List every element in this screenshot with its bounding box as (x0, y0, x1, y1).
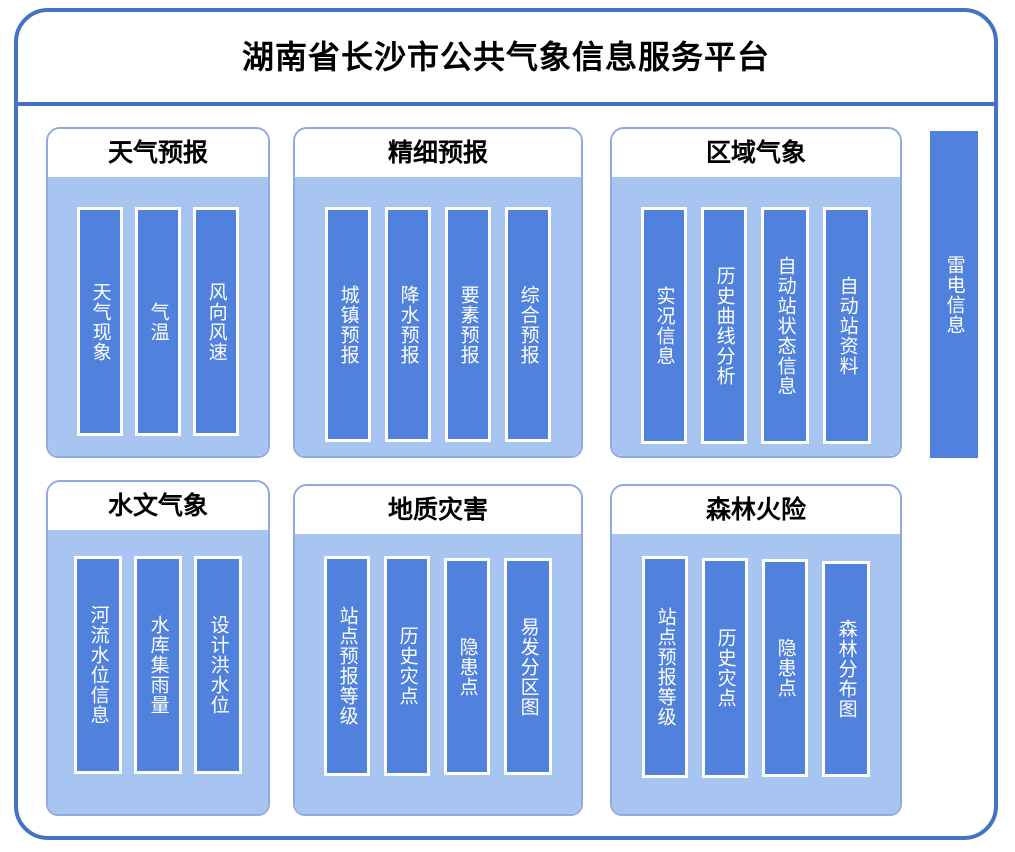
section-title-weather-forecast: 天气预报 (107, 138, 208, 167)
item-bar-precipitation-forecast[interactable]: 降水预报 (385, 207, 431, 442)
item-label: 易发分区图 (517, 616, 539, 717)
sidebar-item-label: 雷电信息 (943, 254, 965, 335)
section-header: 天气预报 (48, 129, 268, 177)
item-label: 实况信息 (653, 285, 675, 366)
sidebar-item-lightning-info[interactable]: 雷电信息 (930, 131, 978, 458)
section-title-fine-forecast: 精细预报 (387, 138, 488, 167)
item-label: 城镇预报 (337, 284, 359, 365)
section-header: 区域气象 (612, 129, 900, 177)
item-bar-station-forecast-level[interactable]: 站点预报等级 (642, 556, 688, 778)
section-title-hydro-meteorology: 水文气象 (107, 491, 208, 520)
bar-row: 天气现象 气温 风向风速 (48, 177, 268, 456)
section-body: 天气现象 气温 风向风速 (48, 177, 268, 456)
item-label: 森林分布图 (835, 619, 857, 719)
item-label: 站点预报等级 (336, 606, 358, 726)
item-label: 历史灾点 (714, 628, 736, 708)
item-bar-historical-disaster-points[interactable]: 历史灾点 (702, 558, 748, 778)
bar-row: 城镇预报 降水预报 要素预报 综合预报 (295, 177, 581, 456)
bar-row: 河流水位信息 水库集雨量 设计洪水位 (48, 530, 268, 814)
section-card-weather-forecast[interactable]: 天气预报 天气现象 气温 风向风速 (46, 127, 270, 458)
item-bar-susceptibility-zoning-map[interactable]: 易发分区图 (504, 558, 552, 775)
item-bar-aws-status-info[interactable]: 自动站状态信息 (761, 207, 809, 444)
section-header: 森林火险 (612, 486, 900, 534)
item-label: 设计洪水位 (207, 615, 229, 715)
section-title-geological-disaster: 地质灾害 (387, 495, 488, 524)
item-label: 隐患点 (456, 636, 478, 697)
bar-row: 实况信息 历史曲线分析 自动站状态信息 自动站资料 (612, 177, 900, 456)
section-header: 地质灾害 (295, 486, 581, 534)
item-label: 历史灾点 (396, 626, 418, 706)
section-body: 实况信息 历史曲线分析 自动站状态信息 自动站资料 (612, 177, 900, 456)
item-label: 站点预报等级 (654, 607, 676, 727)
item-label: 河流水位信息 (87, 605, 109, 725)
section-card-hydro-meteorology[interactable]: 水文气象 河流水位信息 水库集雨量 设计洪水位 (46, 480, 270, 816)
item-label: 自动站资料 (836, 275, 858, 376)
item-label: 隐患点 (774, 638, 796, 698)
section-header: 精细预报 (295, 129, 581, 177)
item-label: 风向风速 (205, 281, 227, 362)
item-bar-weather-phenomena[interactable]: 天气现象 (77, 207, 123, 436)
item-bar-reservoir-rainfall[interactable]: 水库集雨量 (134, 556, 182, 774)
section-body: 站点预报等级 历史灾点 隐患点 森林分布图 (612, 534, 900, 814)
item-label: 降水预报 (397, 284, 419, 365)
section-header: 水文气象 (48, 482, 268, 530)
item-bar-design-flood-level[interactable]: 设计洪水位 (194, 556, 242, 774)
item-bar-hazard-points[interactable]: 隐患点 (444, 558, 490, 775)
bar-row: 站点预报等级 历史灾点 隐患点 森林分布图 (612, 534, 900, 814)
item-bar-live-info[interactable]: 实况信息 (641, 207, 687, 444)
item-bar-station-forecast-level[interactable]: 站点预报等级 (324, 556, 370, 776)
item-bar-temperature[interactable]: 气温 (135, 207, 181, 436)
section-body: 城镇预报 降水预报 要素预报 综合预报 (295, 177, 581, 456)
page-title: 湖南省长沙市公共气象信息服务平台 (241, 39, 770, 75)
section-body: 站点预报等级 历史灾点 隐患点 易发分区图 (295, 534, 581, 814)
section-body: 河流水位信息 水库集雨量 设计洪水位 (48, 530, 268, 814)
item-bar-town-forecast[interactable]: 城镇预报 (325, 207, 371, 442)
item-bar-history-curve-analysis[interactable]: 历史曲线分析 (701, 207, 747, 444)
item-bar-river-water-level[interactable]: 河流水位信息 (74, 556, 122, 774)
item-label: 要素预报 (457, 284, 479, 365)
item-label: 天气现象 (89, 281, 111, 362)
section-title-regional-meteorology: 区域气象 (705, 138, 806, 167)
item-bar-element-forecast[interactable]: 要素预报 (445, 207, 491, 442)
platform-title-bar: 湖南省长沙市公共气象信息服务平台 (18, 12, 994, 106)
item-label: 水库集雨量 (147, 615, 169, 715)
item-label: 综合预报 (517, 284, 539, 365)
platform-frame: 湖南省长沙市公共气象信息服务平台 天气预报 天气现象 气温 风向风速 (14, 8, 998, 840)
item-bar-forest-distribution-map[interactable]: 森林分布图 (822, 561, 870, 777)
section-card-geological-disaster[interactable]: 地质灾害 站点预报等级 历史灾点 隐患点 易发分区图 (293, 484, 583, 816)
section-card-fine-forecast[interactable]: 精细预报 城镇预报 降水预报 要素预报 综合预报 (293, 127, 583, 458)
item-bar-comprehensive-forecast[interactable]: 综合预报 (505, 207, 551, 442)
bar-row: 站点预报等级 历史灾点 隐患点 易发分区图 (295, 534, 581, 814)
section-title-forest-fire-risk: 森林火险 (705, 495, 806, 524)
item-bar-wind[interactable]: 风向风速 (193, 207, 239, 436)
item-bar-hazard-points[interactable]: 隐患点 (762, 559, 808, 777)
item-bar-historical-disaster-points[interactable]: 历史灾点 (384, 556, 430, 776)
item-label: 自动站状态信息 (774, 255, 796, 396)
section-card-forest-fire-risk[interactable]: 森林火险 站点预报等级 历史灾点 隐患点 森林分布图 (610, 484, 902, 816)
section-card-regional-meteorology[interactable]: 区域气象 实况信息 历史曲线分析 自动站状态信息 自动站资料 (610, 127, 902, 458)
item-bar-aws-data[interactable]: 自动站资料 (823, 207, 871, 444)
item-label: 历史曲线分析 (713, 265, 735, 386)
item-label: 气温 (147, 301, 169, 342)
